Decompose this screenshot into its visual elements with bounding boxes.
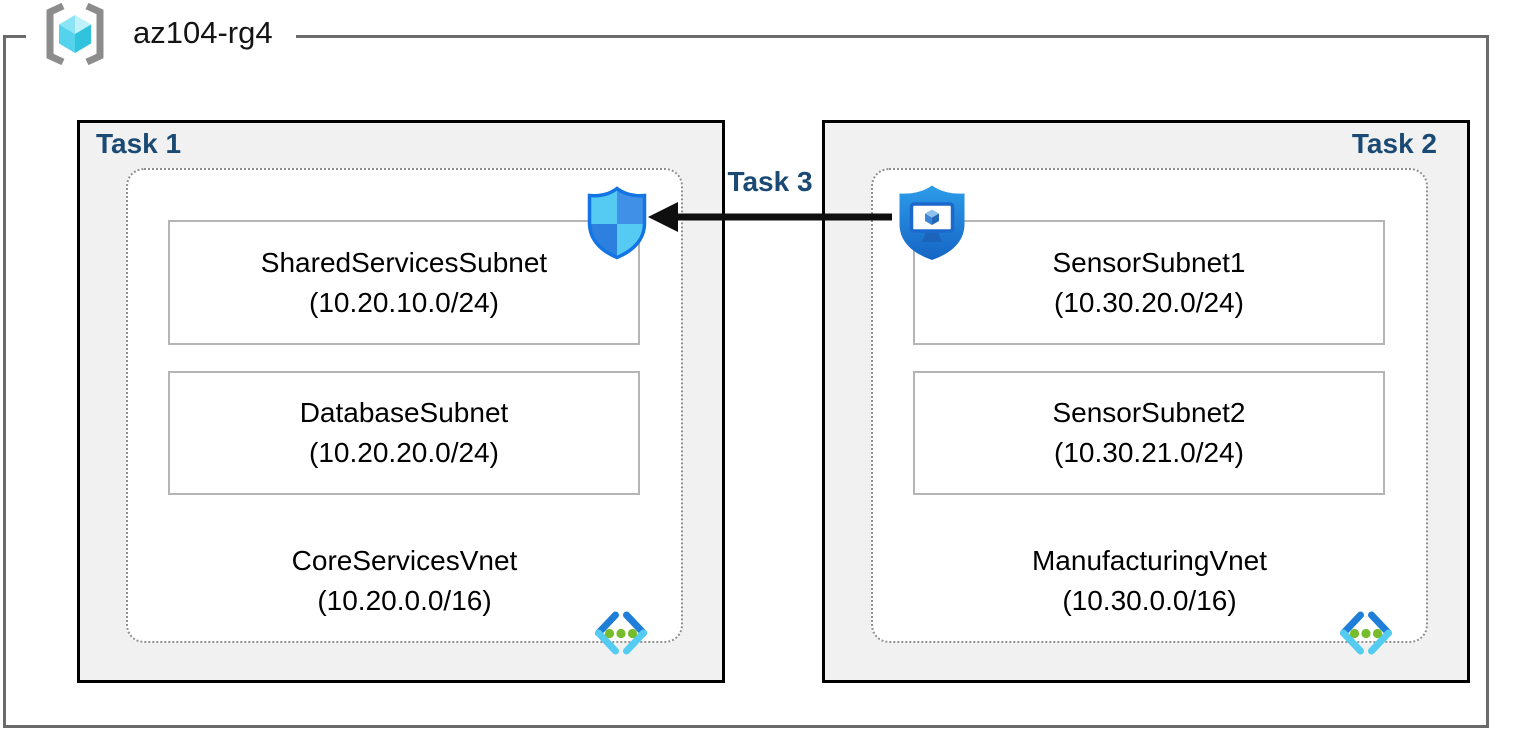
virtual-network-icon [1340,611,1392,655]
resource-group-name: az104-rg4 [133,15,273,50]
subnet-cidr: (10.20.20.0/24) [309,437,499,468]
resource-group-icon [46,2,104,66]
subnet-name: DatabaseSubnet [299,397,509,428]
subnet-sensor2: SensorSubnet2 (10.30.21.0/24) [913,371,1385,495]
task3-label: Task 3 [727,166,813,197]
vnet-manufacturing-label: ManufacturingVnet (10.30.0.0/16) [873,541,1426,621]
vnet-manufacturing: SensorSubnet1 (10.30.20.0/24) SensorSubn… [871,168,1428,655]
vnet-name: CoreServicesVnet [291,545,518,576]
vnet-name: ManufacturingVnet [1031,545,1268,576]
bastion-shield-monitor-icon [899,185,965,260]
task1-box: Task 1 SharedServicesSubnet (10.20.10.0/… [77,120,725,683]
resource-group-border-gap [26,32,296,41]
vnet-cidr: (10.30.0.0/16) [1062,585,1237,616]
task1-label: Task 1 [96,128,182,159]
vnet-cidr: (10.20.0.0/16) [317,585,492,616]
subnet-name: SensorSubnet1 [1052,246,1246,278]
subnet-cidr: (10.30.21.0/24) [1054,437,1244,468]
subnet-sharedservices: SharedServicesSubnet (10.20.10.0/24) [168,220,640,345]
network-security-shield-icon [587,186,647,260]
subnet-cidr: (10.20.10.0/24) [309,286,499,318]
vnet-coreservices-label: CoreServicesVnet (10.20.0.0/16) [128,541,681,621]
subnet-name: SharedServicesSubnet [260,246,548,278]
subnet-sensor1: SensorSubnet1 (10.30.20.0/24) [913,220,1385,345]
vnet-coreservices: SharedServicesSubnet (10.20.10.0/24) Dat… [126,168,683,655]
subnet-database: DatabaseSubnet (10.20.20.0/24) [168,371,640,495]
task2-label: Task 2 [1351,128,1437,159]
virtual-network-icon [595,611,647,655]
subnet-cidr: (10.30.20.0/24) [1054,286,1244,318]
subnet-name: SensorSubnet2 [1052,397,1246,428]
task3-arrow [648,202,892,232]
